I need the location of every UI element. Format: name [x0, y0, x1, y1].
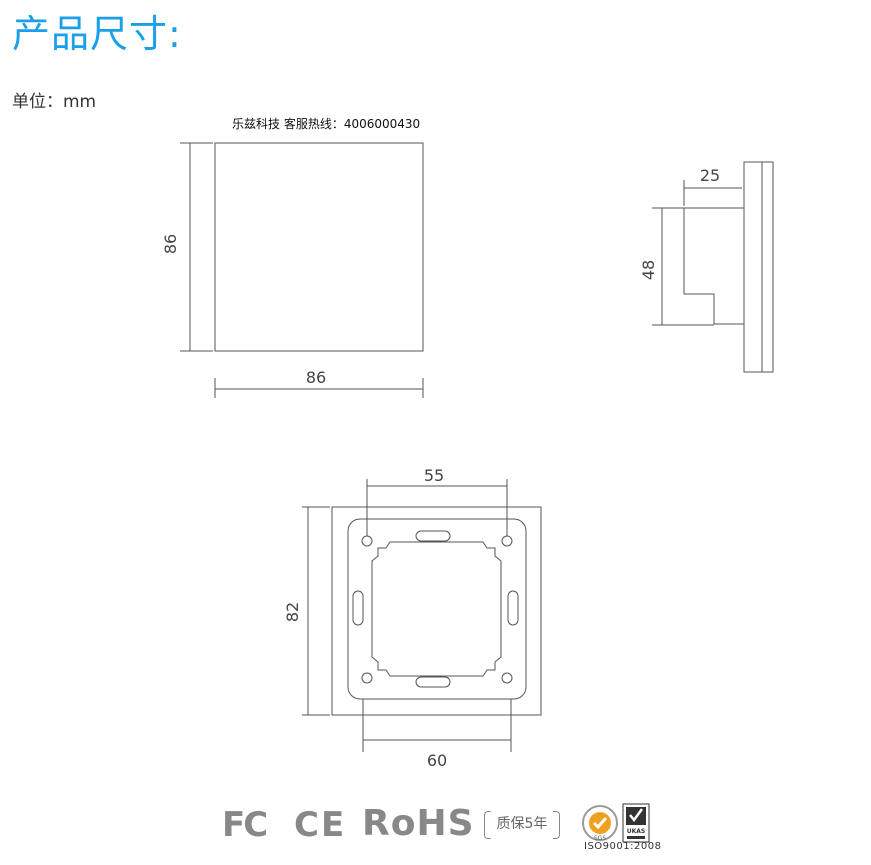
back-mounting-frame	[347, 518, 527, 700]
mount-hole-bottom-right	[501, 672, 513, 684]
mount-hole-top-right	[501, 535, 513, 547]
fc-logo: FC	[222, 805, 268, 845]
slot-right	[507, 590, 519, 626]
back-outer-plate	[331, 506, 542, 716]
dimension-drawings: 86 86 25 48 55 82 60	[161, 142, 774, 770]
warranty-label: 质保5年	[496, 816, 548, 832]
side-depth-label: 25	[700, 166, 720, 185]
page-title: 产品尺寸:	[12, 12, 182, 56]
ukas-text: UKAS	[627, 828, 646, 835]
back-view	[302, 479, 542, 752]
slot-bottom	[415, 676, 451, 688]
slot-top	[415, 530, 451, 542]
sgs-text: SGS	[594, 835, 606, 842]
back-inner-window	[371, 541, 502, 677]
front-view	[180, 142, 424, 398]
back-height-label: 82	[283, 602, 302, 622]
warranty-badge: 质保5年	[484, 809, 560, 839]
side-view	[652, 161, 774, 373]
front-height-label: 86	[161, 234, 180, 254]
side-height-label: 48	[639, 260, 658, 280]
iso-label: ISO9001:2008	[584, 841, 662, 852]
service-hotline: 乐兹科技 客服热线：4006000430	[232, 117, 421, 131]
front-width-label: 86	[306, 368, 326, 387]
unit-label: 单位：mm	[12, 92, 97, 112]
certification-logos: FC CE RoHS 质保5年 SGS UKAS ISO9001:2008	[0, 795, 871, 865]
side-body-profile	[683, 207, 744, 325]
ce-logo: CE	[294, 805, 347, 845]
rohs-logo: RoHS	[362, 803, 475, 844]
mount-hole-bottom-left	[361, 672, 373, 684]
back-spacing-label: 55	[424, 466, 444, 485]
side-panel	[743, 161, 774, 373]
front-panel	[214, 142, 424, 352]
sgs-logo: SGS	[582, 805, 618, 842]
mount-hole-top-left	[361, 535, 373, 547]
slot-left	[352, 590, 364, 626]
ukas-logo: UKAS	[622, 803, 650, 843]
back-width-label: 60	[427, 751, 447, 770]
